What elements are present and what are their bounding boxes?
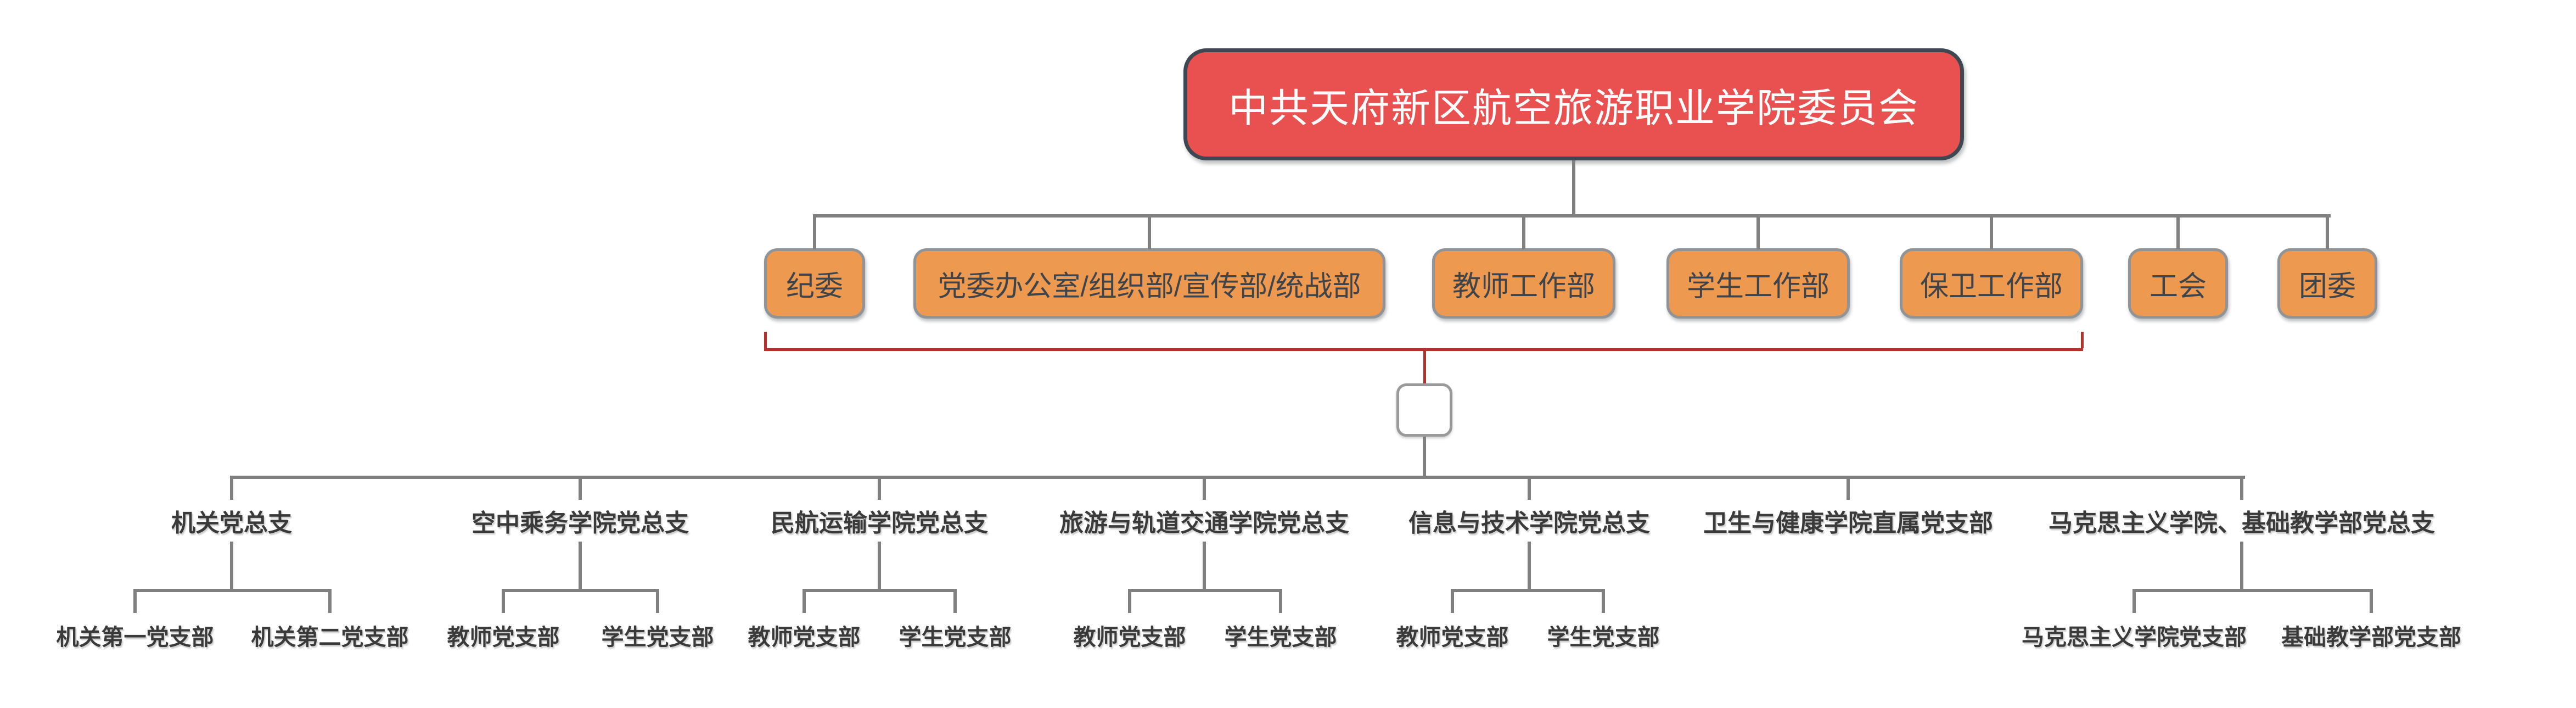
connector-line [878, 476, 881, 500]
dept-box-security-work: 保卫工作部 [1900, 248, 2083, 319]
connector-line [953, 589, 957, 613]
connector-line [813, 214, 816, 249]
child-label-student-branch: 学生党支部 [1224, 625, 1337, 650]
connector-line [1203, 542, 1206, 590]
bracket-line [2081, 332, 2084, 348]
dept-label: 教师工作部 [1452, 270, 1595, 303]
child-label-teacher-branch: 教师党支部 [447, 625, 560, 650]
branch-label-health-college-direct-branch: 卫生与健康学院直属党支部 [1703, 510, 1993, 537]
bracket-line [1423, 348, 1426, 383]
connector-line [1572, 160, 1575, 214]
connector-line [232, 476, 2245, 479]
bracket-line [764, 332, 767, 348]
dept-label: 工会 [2149, 270, 2207, 303]
dept-label: 党委办公室/组织部/宣传部/统战部 [938, 270, 1361, 303]
connector-line [1279, 589, 1282, 613]
child-label-teacher-branch: 教师党支部 [1073, 625, 1186, 650]
dept-box-youth-league: 团委 [2277, 248, 2377, 319]
child-label-marxism-college-branch: 马克思主义学院党支部 [2022, 625, 2247, 650]
connector-line [2132, 589, 2373, 592]
connector-line [502, 589, 505, 613]
connector-line [802, 589, 957, 592]
connector-line [1128, 589, 1282, 592]
connector-line [579, 542, 582, 590]
connector-line [1756, 214, 1760, 249]
child-label-teacher-branch: 教师党支部 [1396, 625, 1509, 650]
connector-line [1148, 214, 1151, 249]
dept-label: 团委 [2298, 270, 2356, 303]
connector-line [1423, 437, 1426, 477]
child-label-student-branch: 学生党支部 [1547, 625, 1660, 650]
connector-line [133, 589, 137, 613]
connector-line [579, 476, 582, 500]
connector-line [1528, 542, 1531, 590]
branch-label-civil-aviation-transport-college: 民航运输学院党总支 [771, 510, 988, 537]
dept-label: 保卫工作部 [1920, 270, 2063, 303]
child-label-office-second-branch: 机关第二党支部 [251, 625, 409, 650]
dept-box-discipline-committee: 纪委 [764, 248, 865, 319]
branch-label-information-technology-college: 信息与技术学院党总支 [1408, 510, 1650, 537]
connector-line [1847, 476, 1850, 500]
connector-line [2132, 589, 2136, 613]
dept-label: 纪委 [785, 270, 843, 303]
connector-line [878, 542, 881, 590]
branch-label-office-general: 机关党总支 [171, 510, 292, 537]
junction-node [1396, 383, 1452, 437]
connector-line [1451, 589, 1605, 592]
connector-line [2240, 476, 2243, 500]
connector-line [2370, 589, 2373, 613]
connector-line [2176, 214, 2180, 249]
child-label-office-first-branch: 机关第一党支部 [56, 625, 214, 650]
dept-box-party-office-org-publicity-united-front: 党委办公室/组织部/宣传部/统战部 [913, 248, 1385, 319]
branch-label-cabin-crew-college: 空中乘务学院党总支 [472, 510, 689, 537]
connector-line [328, 589, 332, 613]
dept-label: 学生工作部 [1686, 270, 1829, 303]
connector-line [1203, 476, 1206, 500]
connector-line [2240, 542, 2243, 590]
connector-line [1990, 214, 1993, 249]
connector-line [1528, 476, 1531, 500]
child-label-teacher-branch: 教师党支部 [748, 625, 861, 650]
child-label-student-branch: 学生党支部 [899, 625, 1012, 650]
connector-line [230, 542, 233, 590]
connector-line [502, 589, 659, 592]
branch-label-marxism-basic-teaching: 马克思主义学院、基础教学部党总支 [2049, 510, 2435, 537]
root-committee-box: 中共天府新区航空旅游职业学院委员会 [1183, 48, 1964, 160]
dept-box-student-work: 学生工作部 [1666, 248, 1850, 319]
connector-line [656, 589, 659, 613]
connector-line [230, 476, 233, 500]
connector-line [1522, 214, 1525, 249]
root-committee-label: 中共天府新区航空旅游职业学院委员会 [1228, 86, 1919, 131]
connector-line [802, 589, 806, 613]
connector-line [133, 589, 332, 592]
connector-line [1451, 589, 1454, 613]
connector-line [1128, 589, 1131, 613]
branch-label-tourism-rail-transit-college: 旅游与轨道交通学院党总支 [1059, 510, 1349, 537]
connector-line [1602, 589, 1605, 613]
child-label-student-branch: 学生党支部 [601, 625, 714, 650]
connector-line [815, 214, 2331, 218]
dept-box-teacher-work: 教师工作部 [1432, 248, 1615, 319]
connector-line [2326, 214, 2329, 249]
dept-box-labor-union: 工会 [2128, 248, 2228, 319]
child-label-basic-teaching-branch: 基础教学部党支部 [2281, 625, 2461, 650]
